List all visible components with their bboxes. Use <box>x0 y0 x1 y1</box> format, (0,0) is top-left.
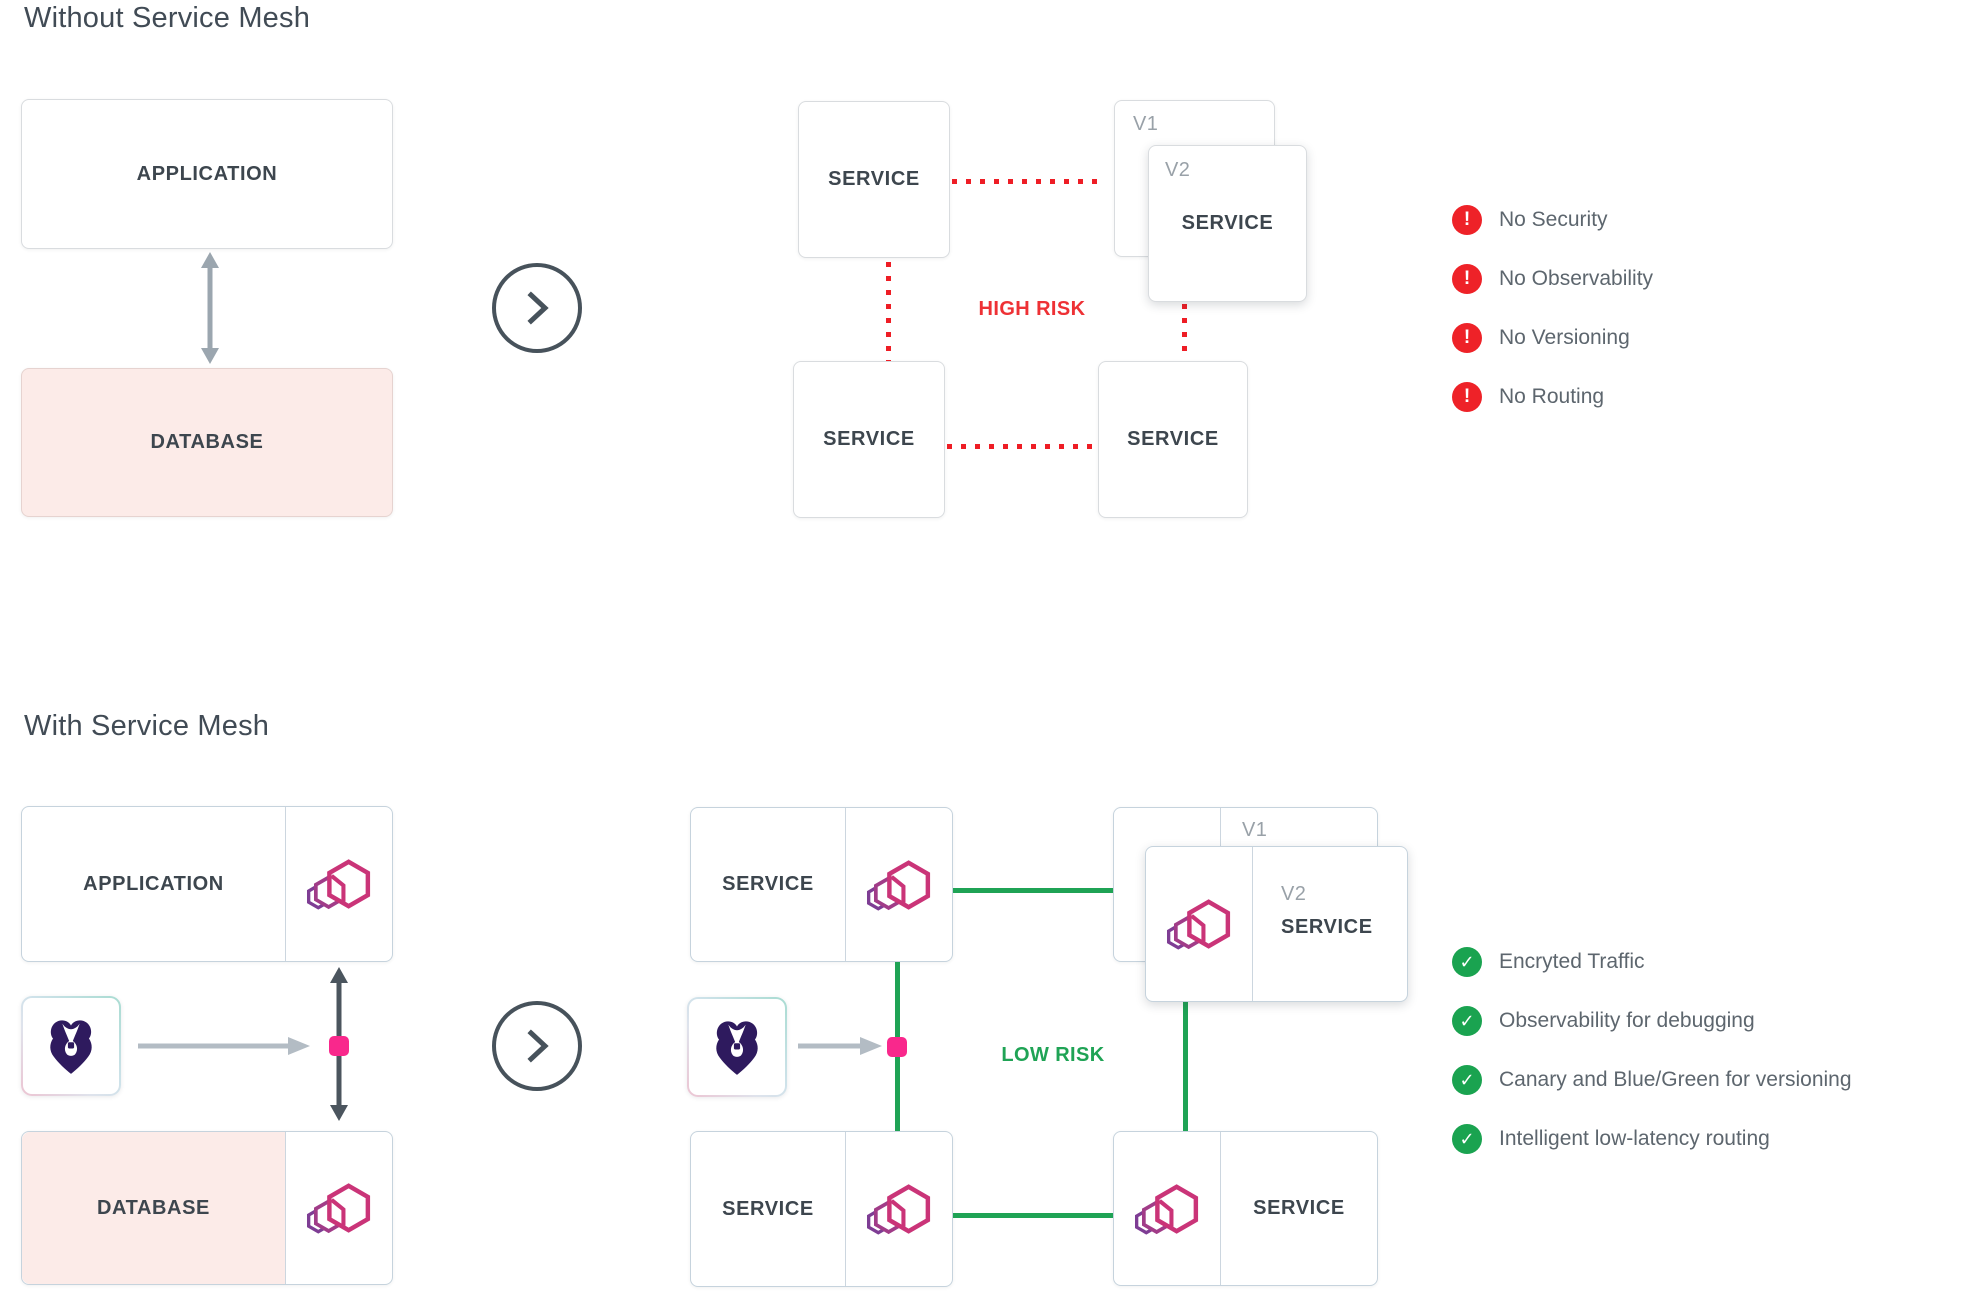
application-pane: APPLICATION <box>22 807 286 961</box>
transform-circle <box>492 1001 582 1091</box>
kuma-bear-icon <box>706 1016 768 1078</box>
check-circle-icon: ✓ <box>1452 947 1482 977</box>
sidecar-pane <box>846 808 952 961</box>
service-box-meshed-top-left: SERVICE <box>690 807 953 962</box>
error-icon: ! <box>1452 264 1482 294</box>
transform-circle <box>492 263 582 353</box>
list-item: ! No Routing <box>1452 382 1653 412</box>
bidirectional-arrow-icon <box>201 252 219 364</box>
error-icon: ! <box>1452 323 1482 353</box>
mesh-sidecar-icon <box>862 1177 936 1241</box>
service-label: SERVICE <box>722 873 814 895</box>
kuma-logo-box <box>687 997 787 1097</box>
list-item: ✓ Intelligent low-latency routing <box>1452 1124 1852 1154</box>
check-circle-icon: ✓ <box>1452 1006 1482 1036</box>
issue-label: No Versioning <box>1499 326 1630 349</box>
issue-label: No Security <box>1499 208 1608 231</box>
application-label: APPLICATION <box>136 162 278 185</box>
service-label: SERVICE <box>1253 1197 1345 1219</box>
v2-label: V2 <box>1165 159 1191 181</box>
kuma-bear-icon <box>40 1015 102 1077</box>
application-box-meshed: APPLICATION <box>21 806 393 962</box>
dotted-connector <box>1182 304 1187 360</box>
sidecar-pane <box>286 807 392 961</box>
application-label: APPLICATION <box>83 872 224 895</box>
service-label: SERVICE <box>1181 212 1274 234</box>
service-box-bottom-right: SERVICE <box>1098 361 1248 518</box>
error-icon: ! <box>1452 205 1482 235</box>
section-title-with: With Service Mesh <box>24 710 270 742</box>
list-item: ✓ Encryted Traffic <box>1452 947 1852 977</box>
sidecar-pane <box>1146 847 1252 1001</box>
mesh-sidecar-icon <box>1130 1177 1204 1241</box>
service-label: SERVICE <box>1281 916 1373 938</box>
benefit-label: Encryted Traffic <box>1499 950 1645 973</box>
database-label: DATABASE <box>150 431 264 453</box>
service-label: SERVICE <box>722 1197 814 1220</box>
database-box: DATABASE <box>21 368 393 517</box>
mesh-connector <box>1183 1002 1188 1131</box>
issue-label: No Routing <box>1499 385 1605 408</box>
dotted-connector <box>886 262 891 361</box>
service-pane: SERVICE <box>691 1132 846 1286</box>
dotted-connector <box>952 179 1098 184</box>
mesh-dataplane-dot <box>329 1036 349 1056</box>
service-v2-box-meshed: V2 SERVICE <box>1145 846 1408 1002</box>
v1-label: V1 <box>1133 113 1159 135</box>
mesh-connector <box>953 1213 1113 1218</box>
issue-label: No Observability <box>1499 267 1654 290</box>
service-pane: SERVICE <box>691 808 846 961</box>
application-box: APPLICATION <box>21 99 393 249</box>
service-pane: SERVICE <box>1220 1132 1377 1285</box>
service-box-meshed-bottom-right: SERVICE <box>1113 1131 1378 1286</box>
chevron-right-icon <box>527 1029 549 1063</box>
low-risk-label: LOW RISK <box>1001 1044 1105 1066</box>
dotted-connector <box>947 444 1098 449</box>
database-label: DATABASE <box>97 1196 210 1219</box>
list-item: ✓ Observability for debugging <box>1452 1006 1852 1036</box>
list-item: ✓ Canary and Blue/Green for versioning <box>1452 1065 1852 1095</box>
sidecar-pane <box>1114 1132 1220 1285</box>
database-box-meshed: DATABASE <box>21 1131 393 1285</box>
benefits-list: ✓ Encryted Traffic ✓ Observability for d… <box>1452 947 1852 1154</box>
mesh-dataplane-dot <box>887 1037 907 1057</box>
check-circle-icon: ✓ <box>1452 1124 1482 1154</box>
database-pane: DATABASE <box>22 1132 286 1284</box>
service-label: SERVICE <box>828 168 920 190</box>
service-label: SERVICE <box>1127 428 1219 450</box>
mesh-connector <box>953 888 1113 893</box>
service-label: SERVICE <box>823 428 915 450</box>
service-box-bottom-left: SERVICE <box>793 361 945 518</box>
service-v2-box: V2 SERVICE <box>1148 145 1307 302</box>
service-box-meshed-bottom-left: SERVICE <box>690 1131 953 1287</box>
benefit-label: Intelligent low-latency routing <box>1499 1127 1770 1150</box>
sidecar-pane <box>286 1132 392 1284</box>
service-box-top-left: SERVICE <box>798 101 950 258</box>
high-risk-label: HIGH RISK <box>978 298 1086 320</box>
mesh-sidecar-icon <box>862 853 936 917</box>
mesh-sidecar-icon <box>302 852 376 916</box>
error-icon: ! <box>1452 382 1482 412</box>
mesh-sidecar-icon <box>1162 892 1236 956</box>
chevron-right-icon <box>527 291 549 325</box>
benefit-label: Observability for debugging <box>1499 1009 1755 1032</box>
section-title-without: Without Service Mesh <box>24 2 311 34</box>
v2-label: V2 <box>1281 883 1307 905</box>
service-pane: V2 SERVICE <box>1252 847 1407 1001</box>
list-item: ! No Versioning <box>1452 323 1653 353</box>
v1-label: V1 <box>1242 819 1268 841</box>
list-item: ! No Observability <box>1452 264 1653 294</box>
right-arrow-icon <box>798 1037 882 1055</box>
mesh-sidecar-icon <box>302 1176 376 1240</box>
benefit-label: Canary and Blue/Green for versioning <box>1499 1068 1852 1091</box>
list-item: ! No Security <box>1452 205 1653 235</box>
right-arrow-icon <box>138 1037 310 1055</box>
kuma-logo-box <box>21 996 121 1096</box>
issues-list: ! No Security ! No Observability ! No Ve… <box>1452 205 1653 412</box>
sidecar-pane <box>846 1132 952 1286</box>
check-circle-icon: ✓ <box>1452 1065 1482 1095</box>
